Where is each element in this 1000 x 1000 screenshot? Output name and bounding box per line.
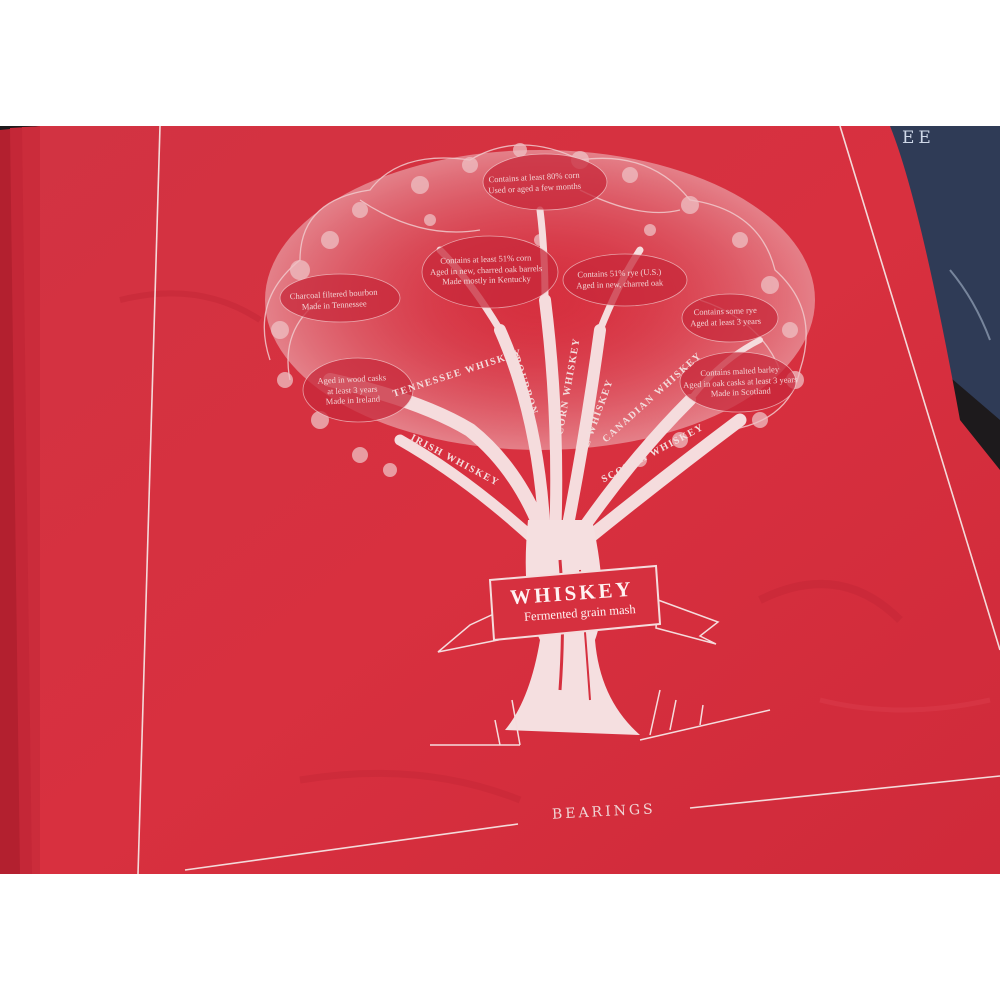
blue-cloth-text: EE (902, 128, 935, 148)
note-irish: Aged in wood casks at least 3 years Made… (317, 372, 387, 407)
border-line-bottom-right (689, 775, 1000, 809)
note-ovals (279, 153, 797, 423)
border-line-right (839, 125, 1000, 651)
note-scotch: Contains malted barley Aged in oak casks… (682, 363, 798, 401)
border-line-left (137, 125, 161, 875)
note-bourbon: Contains at least 51% corn Aged in new, … (429, 252, 543, 288)
note-rye: Contains 51% rye (U.S.) Aged in new, cha… (576, 266, 664, 291)
note-canadian: Contains some rye Aged at least 3 years (690, 305, 762, 329)
title-banner (437, 564, 720, 653)
grass (430, 689, 771, 746)
border-line-bottom-left (184, 823, 519, 871)
